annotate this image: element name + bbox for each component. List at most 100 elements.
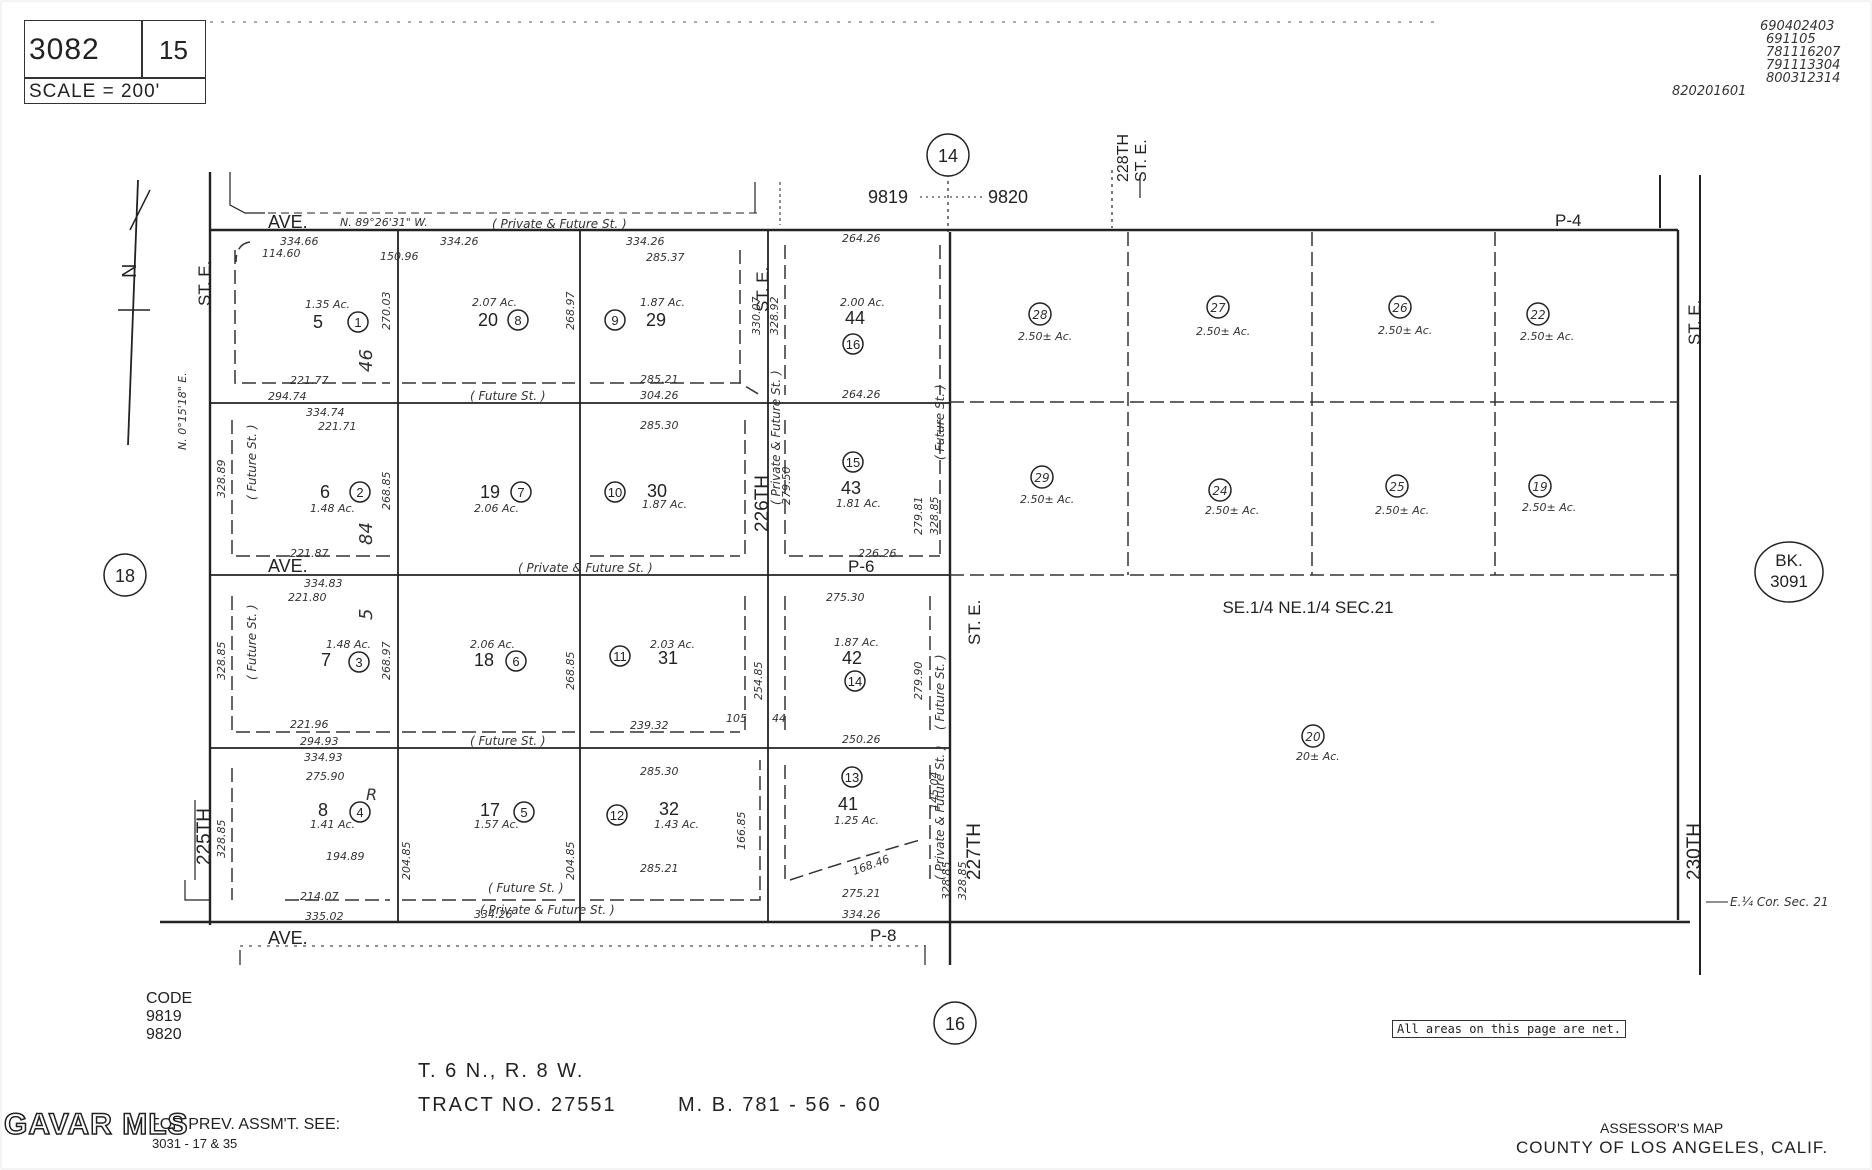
parcel-area: 2.50± Ac. [1018, 330, 1072, 343]
future-st-label: ( Future St. ) [933, 654, 947, 730]
dim: 285.30 [640, 765, 679, 778]
dim: 194.89 [326, 850, 365, 863]
parcel-id: 19 [1532, 480, 1547, 494]
section-label: SE.1/4 NE.1/4 SEC.21 [1222, 598, 1393, 617]
assessor-map-label: ASSESSOR'S MAP [1600, 1120, 1724, 1136]
code-top-right: 9820 [988, 187, 1028, 207]
street-labels: AVE. N. 89°26'31" W. AVE. AVE. P-4 P-6 P… [176, 134, 1705, 948]
parcel-id: 29 [1034, 471, 1049, 485]
dim: 270.03 [380, 292, 393, 331]
lot-labels: 1.35 Ac. 5 1 2.07 Ac. 20 8 1.87 Ac. 9 29… [305, 296, 885, 831]
block-number: 5 [356, 609, 377, 620]
bk-label: BK. [1775, 551, 1802, 570]
parcel-id: 10 [608, 485, 622, 500]
dim: 285.21 [640, 862, 679, 875]
parcel-id: 13 [845, 770, 859, 785]
lot-area: 2.06 Ac. [474, 502, 519, 515]
dim: 268.97 [380, 642, 393, 681]
dim: 328.92 [768, 297, 781, 336]
street-bot-ave: AVE. [268, 928, 308, 948]
lot-area: 1.87 Ac. [642, 498, 687, 511]
revision-code-last: 820201601 [1672, 84, 1747, 99]
dim: 168.46 [851, 852, 892, 877]
lot-number: 32 [659, 799, 679, 819]
parcel-id: 14 [848, 674, 862, 689]
easements [231, 241, 941, 901]
dim: 328.85 [928, 497, 941, 536]
parcel-id: 8 [514, 313, 521, 328]
dim: 166.85 [735, 812, 748, 851]
dim: 264.26 [842, 232, 881, 245]
net-area-note: All areas on this page are net. [1392, 1020, 1626, 1038]
future-st-label: ( Future St. ) [245, 604, 259, 680]
lot-number: 43 [841, 478, 861, 498]
parcel-area: 2.50± Ac. [1205, 504, 1259, 517]
lot-area: 1.87 Ac. [834, 636, 879, 649]
dim: 328.89 [215, 460, 228, 499]
lot-area: 2.06 Ac. [470, 638, 515, 651]
dim: 279.90 [912, 662, 925, 701]
north-arrow: N [118, 179, 151, 446]
parcel-id: 11 [613, 649, 627, 664]
dim: 105 [726, 712, 747, 725]
revision-code: 691105 [1766, 32, 1816, 47]
dim: 275.30 [826, 591, 865, 604]
bk-number: 3091 [1770, 572, 1808, 591]
dim: 221.77 [290, 374, 329, 387]
parcel-id: 20 [1305, 730, 1321, 744]
page-ref-top: 14 [938, 146, 958, 166]
private-future-label: ( Private & Future St. ) [933, 745, 947, 880]
revision-code: 791113304 [1766, 58, 1841, 73]
scale-label: SCALE = 200' [29, 81, 161, 102]
dim: 328.85 [215, 820, 228, 859]
dim: 250.26 [842, 733, 881, 746]
street-227th: 227TH [964, 823, 985, 880]
dim: 279.81 [912, 497, 925, 536]
dim: 285.21 [640, 373, 679, 386]
svg-text:N: N [119, 264, 141, 278]
code-legend: CODE 9819 9820 [146, 990, 192, 1044]
lot-area: 2.07 Ac. [472, 296, 517, 309]
dim: 279.50 [780, 467, 793, 506]
dim: 328.85 [215, 642, 228, 681]
revision-code: 781116207 [1766, 45, 1841, 60]
street-230th: 230TH [1684, 823, 1705, 880]
lot-area: 1.35 Ac. [305, 298, 350, 311]
lot-area: 2.03 Ac. [650, 638, 695, 651]
lot-number: 17 [480, 800, 500, 820]
private-future-label: ( Private & Future St. ) [769, 370, 783, 505]
dim: 145.04 [928, 772, 941, 811]
lot-number: 6 [320, 482, 330, 502]
dim: 150.96 [380, 250, 419, 263]
private-future-label: ( Private & Future St. ) [492, 217, 627, 231]
lot-area: 1.25 Ac. [834, 814, 879, 827]
parcel-id: 27 [1210, 301, 1226, 315]
dim: 328.85 [956, 862, 969, 901]
street-226th-st-e: ST. E. [753, 267, 772, 312]
parcel-id: 12 [610, 808, 624, 823]
block-number: 46 [356, 349, 377, 372]
parcel-id: 24 [1212, 484, 1227, 498]
county-label: COUNTY OF LOS ANGELES, CALIF. [1516, 1138, 1829, 1157]
dim: 268.97 [564, 292, 577, 331]
outer-boundaries [160, 160, 1701, 975]
lot-area: 2.00 Ac. [840, 296, 885, 309]
dim: 334.26 [842, 908, 881, 921]
dim: 239.32 [630, 719, 669, 732]
parcel-area: 2.50± Ac. [1522, 501, 1576, 514]
parcel-id: 9 [611, 313, 618, 328]
parcel-area: 20± Ac. [1296, 750, 1340, 763]
dim: 334.66 [280, 235, 319, 248]
future-st-label: ( Future St. ) [488, 881, 564, 895]
street-226th: 226TH [752, 475, 773, 532]
dim: 328.85 [940, 862, 953, 901]
dim: 221.87 [290, 547, 329, 560]
dim: 334.83 [304, 577, 343, 590]
parcel-id: 4 [356, 805, 363, 820]
street-230th-st-e: ST. E. [1685, 300, 1704, 345]
lot-area: 1.87 Ac. [640, 296, 685, 309]
lot-number: 31 [658, 648, 678, 668]
lot-area: 1.41 Ac. [310, 818, 355, 831]
street-228th-st-e: ST. E. [1133, 139, 1150, 182]
